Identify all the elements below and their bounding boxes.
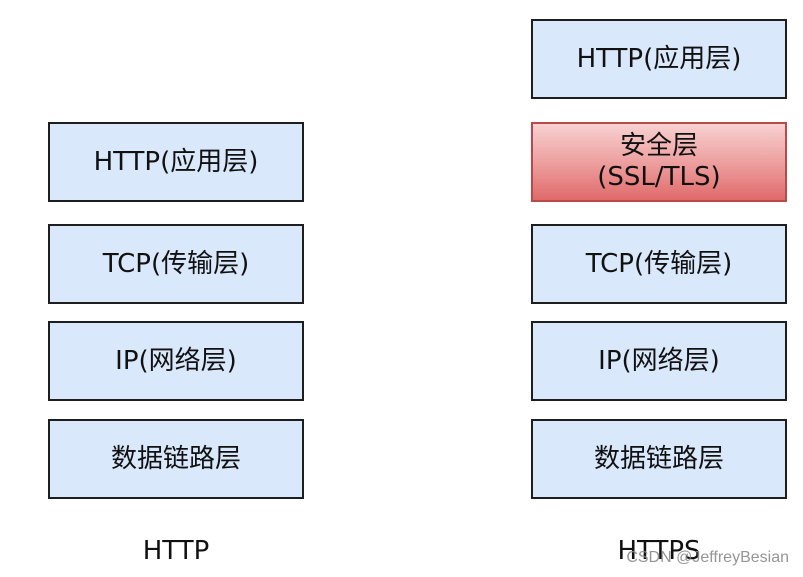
https-layer-security: 安全层 (SSL/TLS) xyxy=(531,122,787,202)
http-layer-transport: TCP(传输层) xyxy=(48,224,304,304)
https-layer-network: IP(网络层) xyxy=(531,321,787,401)
https-layer-application: HTTP(应用层) xyxy=(531,19,787,99)
https-layer-transport: TCP(传输层) xyxy=(531,224,787,304)
watermark: CSDN @JeffreyBesian xyxy=(626,549,789,566)
http-layer-network: IP(网络层) xyxy=(48,321,304,401)
http-layer-datalink: 数据链路层 xyxy=(48,419,304,499)
https-layer-datalink: 数据链路层 xyxy=(531,419,787,499)
http-caption: HTTP xyxy=(142,536,210,566)
https-caption: HTTPS xyxy=(617,536,701,566)
http-layer-application: HTTP(应用层) xyxy=(48,122,304,202)
